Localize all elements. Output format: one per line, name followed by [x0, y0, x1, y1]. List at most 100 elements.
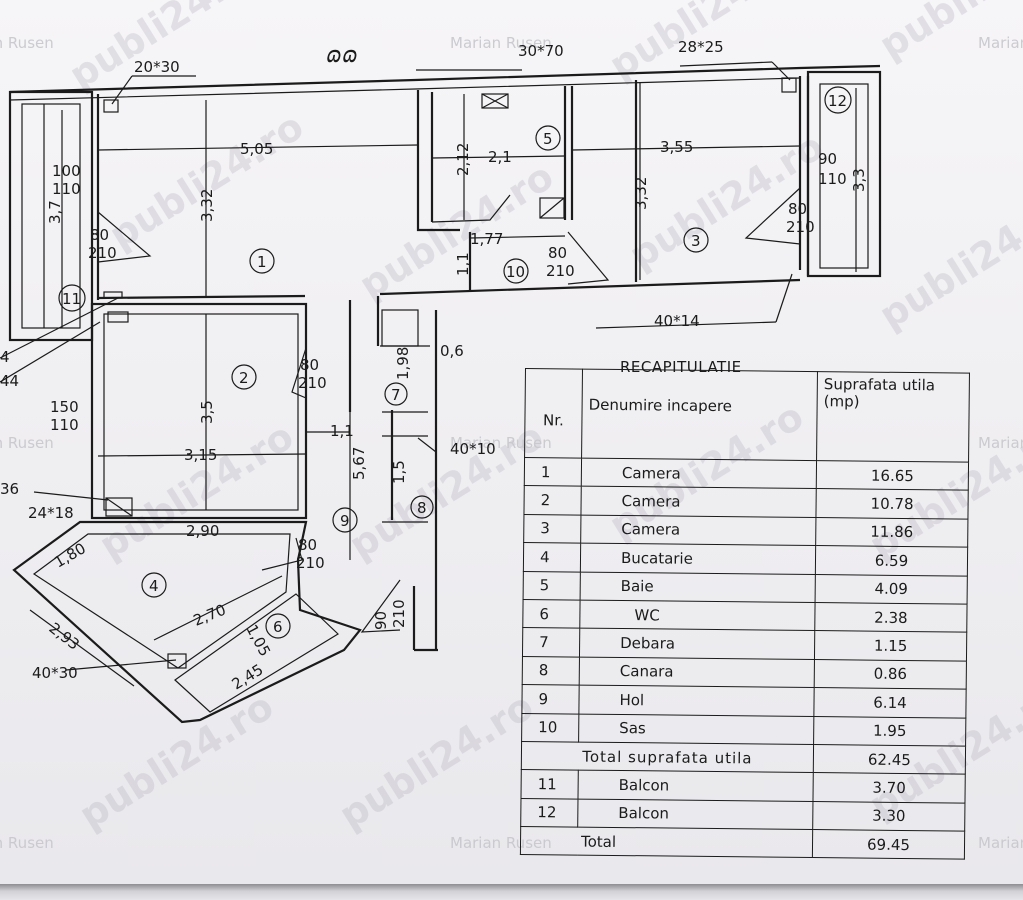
table-row: 7 Debara 1.15 — [522, 627, 967, 661]
room-number-11: 11 — [62, 290, 81, 308]
watermark-author: Marian Rusen — [978, 434, 1023, 452]
watermark-author: Marian Rusen — [978, 834, 1023, 852]
dim-door-r3-b: 210 — [786, 218, 815, 236]
dim-win-left-a: 100 — [52, 162, 81, 180]
row-area: 2.38 — [814, 602, 968, 633]
row-nr: 7 — [522, 627, 580, 657]
row-area: 6.59 — [815, 545, 968, 576]
row-nr: 6 — [522, 599, 581, 629]
dim-r6-a: 1,05 — [242, 621, 274, 659]
dim-win-right-b: 110 — [818, 170, 847, 188]
dim-door-r1-b: 210 — [88, 244, 117, 262]
dim-r8: 1,5 — [390, 460, 408, 484]
dim-win-left-b: 110 — [52, 180, 81, 198]
dim-door-r2-a: 80 — [300, 356, 319, 374]
room-number-3: 3 — [691, 232, 701, 250]
dim-r1-width: 5,05 — [240, 140, 273, 158]
row-area: 0.86 — [814, 659, 967, 690]
room-markers: 1 2 3 4 5 6 7 8 9 10 11 12 — [58, 86, 852, 639]
table-row: 3 Camera 11.86 — [523, 514, 968, 548]
dim-r4-side: 2,93 — [46, 619, 83, 654]
dim-r5-width: 2,1 — [488, 148, 512, 166]
dim-r9-a: 0,6 — [440, 342, 464, 360]
dim-r9-b: 1,98 — [394, 347, 412, 380]
row-name: Bucatarie — [580, 543, 816, 575]
dim-r11-height: 3,7 — [46, 200, 64, 224]
row-nr: 1 — [524, 457, 582, 487]
dim-r10-width: 1,77 — [470, 230, 503, 248]
dim-vent-40x10: 40*10 — [450, 440, 496, 458]
row-nr: 10 — [521, 713, 579, 742]
table-row: 4 Bucatarie 6.59 — [523, 542, 968, 576]
dim-win-r2-b: 110 — [50, 416, 79, 434]
row-name: Camera — [580, 514, 816, 546]
dim-door-r2-b: 210 — [298, 374, 327, 392]
table-row: 6 WC 2.38 — [522, 599, 968, 633]
row-name: Hol — [578, 685, 815, 717]
table-row: 1 Camera 16.65 — [524, 457, 969, 491]
dim-r4-mid: 2,70 — [191, 601, 229, 630]
watermark-author: Marian Rusen — [450, 834, 552, 852]
room-number-2: 2 — [239, 369, 249, 387]
handwritten-mark: ɷɷ — [326, 43, 358, 68]
row-nr: 3 — [523, 514, 581, 544]
dim-r5-height: 2,12 — [454, 143, 472, 176]
table-row: 5 Baie 4.09 — [523, 571, 968, 605]
dim-door-r6-a: 90 — [372, 611, 390, 630]
dim-vent-40x30: 40*30 — [32, 664, 78, 682]
row-name: Debara — [579, 628, 815, 660]
row-nr: 5 — [523, 571, 581, 601]
watermark-site: publi24.ro — [61, 0, 271, 98]
row-area: 6.14 — [813, 687, 967, 718]
row-name: Canara — [579, 656, 815, 688]
room-number-12: 12 — [828, 92, 847, 110]
dim-vent-mid: 30*70 — [518, 42, 564, 60]
total-label: Total — [520, 826, 813, 859]
dim-r4-left: 1,80 — [51, 539, 89, 571]
row-area: 3.30 — [812, 801, 965, 832]
dim-door-r6-b: 210 — [390, 599, 408, 628]
dim-vent-r3: 40*14 — [654, 312, 700, 330]
dimension-labels: 20*30 30*70 28*25 5,05 3,32 2,1 2,12 3,5… — [0, 38, 868, 693]
watermark-site: publi24.ro — [331, 684, 541, 838]
dim-r3-height: 3,32 — [632, 177, 650, 210]
room-number-5: 5 — [543, 130, 553, 148]
watermark-author: Marian Rusen — [978, 34, 1023, 52]
recap-table: Nr. Denumire incapere Suprafata utila (m… — [520, 368, 970, 860]
watermark-site: publi24.ro — [91, 414, 301, 568]
row-area: 4.09 — [815, 574, 968, 605]
dim-hall-len: 5,67 — [350, 447, 368, 480]
dim-left-cut-b: 44 — [0, 372, 19, 390]
subtotal-row: Total suprafata utila 62.45 — [521, 741, 966, 775]
row-nr: 11 — [520, 769, 579, 799]
row-area: 10.78 — [815, 488, 969, 519]
walls — [8, 64, 882, 724]
recap-header-row: Nr. Denumire incapere Suprafata utila (m… — [524, 368, 970, 463]
dim-r2-width: 3,15 — [184, 446, 217, 464]
table-row: 8 Canara 0.86 — [522, 656, 967, 690]
row-name: Camera — [580, 486, 817, 518]
row-area: 3.70 — [812, 772, 966, 803]
row-name: Balcon — [577, 798, 813, 830]
dimension-lines — [0, 61, 857, 687]
watermark-site: publi24.ro — [71, 684, 281, 838]
dim-r10-height: 1,1 — [454, 252, 472, 276]
room-number-10: 10 — [506, 263, 525, 281]
dim-hall: 1,1 — [330, 422, 354, 440]
header-nr: Nr. — [524, 368, 583, 459]
dim-vent-24x18: 24*18 — [28, 504, 74, 522]
total-value: 69.45 — [812, 829, 965, 860]
table-row: 11 Balcon 3.70 — [520, 769, 966, 803]
dim-vent-right: 28*25 — [678, 38, 724, 56]
watermark-site: publi24.ro — [871, 184, 1023, 338]
dim-r12-height: 3,3 — [850, 168, 868, 192]
row-area: 16.65 — [816, 460, 969, 491]
watermark-author: Marian Rusen — [0, 834, 54, 852]
row-nr: 8 — [522, 656, 580, 686]
dim-door-r1-a: 80 — [90, 226, 109, 244]
watermark-author: Marian Rusen — [450, 434, 552, 452]
row-nr: 12 — [520, 798, 578, 828]
row-name: Balcon — [577, 770, 814, 802]
